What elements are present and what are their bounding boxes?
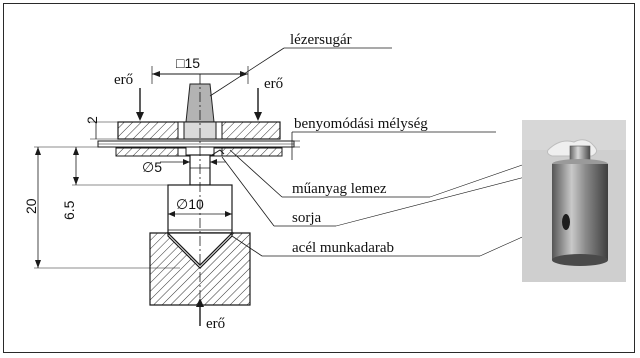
force-bottom-arrow [196,298,204,307]
plastic-label: műanyag lemez [292,181,387,197]
workpiece-photo [522,120,626,282]
dia5-dim: ∅5 [142,159,162,175]
burr-label: sorja [292,210,322,226]
force-right-arrow [254,112,262,121]
dia10-dim: ∅10 [176,196,204,212]
burr-mark [211,149,225,156]
force-left-arrow [136,112,144,121]
dim-20: 20 [23,198,39,214]
square-dim: □15 [176,55,200,71]
laser-label: lézersugár [290,32,352,48]
force-left-label: erő [114,72,133,88]
dim-6-5: 6.5 [61,200,77,220]
dim-2: 2 [84,116,100,124]
force-right-label: erő [264,76,283,92]
force-bottom-label: erő [206,316,225,332]
depth-label: benyomódási mélység [294,116,428,132]
workpiece-label: acél munkadarab [292,240,394,256]
